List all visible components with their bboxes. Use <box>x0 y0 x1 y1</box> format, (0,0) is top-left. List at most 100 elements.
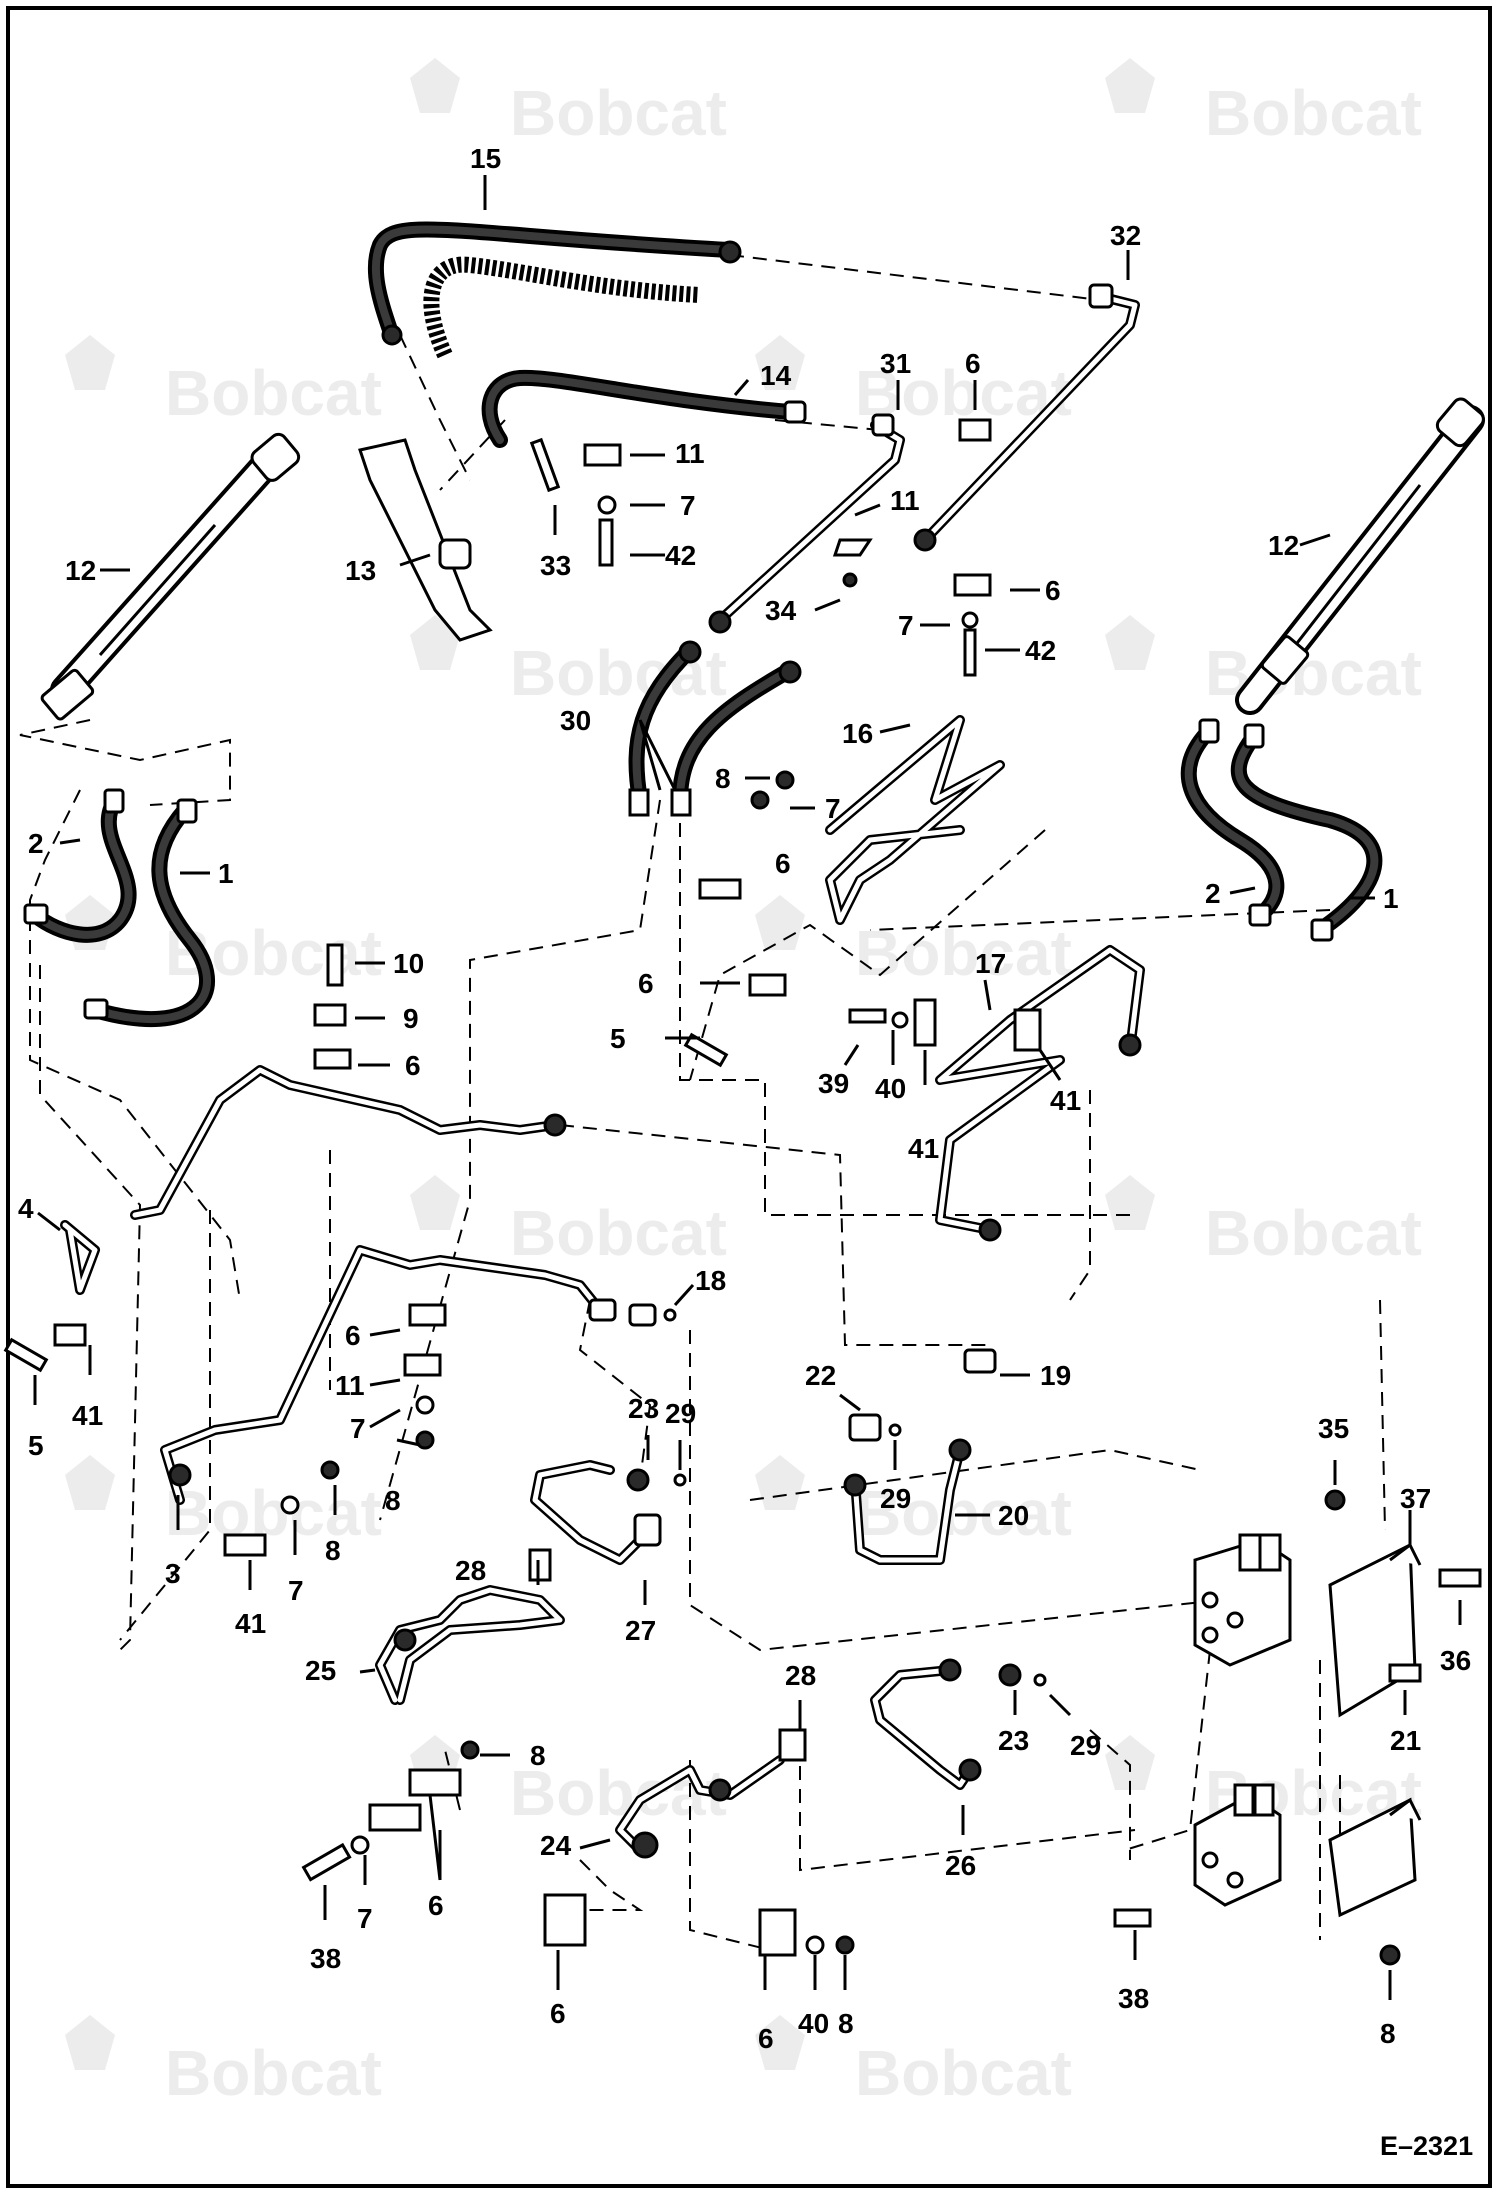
bolt-38a <box>301 1842 352 1882</box>
callout-2-right: 2 <box>1205 878 1221 909</box>
callout-12-left: 12 <box>65 555 96 586</box>
clamp-41d <box>223 1533 267 1557</box>
callout-6b: 6 <box>1045 575 1061 606</box>
watermark-text: Bobcat <box>510 1197 727 1269</box>
oring-29b <box>888 1423 902 1437</box>
bracket-lower <box>1328 1797 1417 1918</box>
callout-14: 14 <box>760 360 792 391</box>
clamp-6-c <box>698 878 742 900</box>
pin-33 <box>529 437 561 493</box>
watermark-logo: Bobcat <box>65 335 382 429</box>
callout-5: 5 <box>610 1023 626 1054</box>
watermark-logo: Bobcat <box>1105 1175 1422 1269</box>
clamp-6-e <box>313 1048 352 1070</box>
clamp-41b <box>1013 1008 1042 1052</box>
valve-spool <box>1258 1533 1282 1572</box>
watermark-text: Bobcat <box>510 77 727 149</box>
fitting <box>708 610 732 634</box>
valve-spool <box>1238 1533 1262 1572</box>
fitting-1-left-end <box>83 998 109 1020</box>
watermark-logo: Bobcat <box>65 1455 382 1549</box>
callout-6h: 6 <box>550 1998 566 2029</box>
clamp-9 <box>313 1003 347 1027</box>
callout-7: 7 <box>680 490 696 521</box>
callout-7d: 7 <box>350 1413 366 1444</box>
callout-37: 37 <box>1400 1483 1431 1514</box>
valve-port <box>1201 1591 1219 1609</box>
fitting <box>708 1778 732 1802</box>
clamp-6-h <box>368 1803 422 1832</box>
callout-11b: 11 <box>890 485 920 516</box>
callout-38b: 38 <box>1118 1983 1149 2014</box>
hose-guard <box>423 256 701 359</box>
clamp-28b <box>778 1728 807 1762</box>
watermark-layer: Bobcat Bobcat Bobcat Bobcat Bobcat Bobca… <box>65 58 1422 2109</box>
tube-17 <box>935 945 1145 1235</box>
bracket-37 <box>1328 1542 1417 1718</box>
fitting <box>393 1628 417 1652</box>
callout-7f: 7 <box>357 1903 373 1934</box>
callout-17: 17 <box>975 948 1006 979</box>
clamp-41c <box>53 1323 87 1347</box>
nut-8c <box>320 1460 340 1480</box>
fitting <box>978 1218 1002 1242</box>
callout-15: 15 <box>470 143 501 174</box>
callout-1-right: 1 <box>1383 883 1399 914</box>
watermark-logo: Bobcat <box>410 1175 727 1269</box>
callout-6c: 6 <box>775 848 791 879</box>
washer-7b <box>961 611 979 629</box>
nut-8f <box>1379 1944 1401 1966</box>
callout-29: 29 <box>665 1398 696 1429</box>
oring-29a <box>673 1473 687 1487</box>
bolt-21 <box>1388 1663 1422 1683</box>
callout-27: 27 <box>625 1615 656 1646</box>
callout-42b: 42 <box>1025 635 1056 666</box>
callout-23: 23 <box>628 1393 659 1424</box>
washer-40 <box>891 1011 909 1029</box>
fitting <box>631 1831 659 1859</box>
callout-8f: 8 <box>1380 2018 1396 2049</box>
fitting <box>778 660 802 684</box>
callout-23b: 23 <box>998 1725 1029 1756</box>
fitting-32 <box>1088 283 1114 309</box>
callout-26: 26 <box>945 1850 976 1881</box>
watermark-text: Bobcat <box>855 2037 1072 2109</box>
clamp-6-mid <box>953 573 992 597</box>
bolt-5b <box>3 1337 49 1373</box>
watermark-logo: Bobcat <box>1105 58 1422 149</box>
clamp-11-mid <box>832 538 873 557</box>
fitting <box>948 1438 972 1462</box>
clamp-11-upper <box>583 443 622 467</box>
fitting-19 <box>963 1348 997 1374</box>
callout-25: 25 <box>305 1655 336 1686</box>
cylinder-12-left-end <box>250 432 301 482</box>
bolt-39 <box>848 1008 887 1024</box>
washer-34 <box>842 572 858 588</box>
callout-6e: 6 <box>638 968 654 999</box>
watermark-logo: Bobcat <box>755 895 1072 989</box>
nut-8d <box>460 1740 480 1760</box>
fitting <box>543 1113 567 1137</box>
valve-spool <box>1253 1783 1275 1817</box>
bolt-36 <box>1438 1568 1482 1588</box>
fitting-1-right <box>1243 723 1265 749</box>
fitting-1-right-end <box>1310 918 1334 942</box>
fitting-2-left-end <box>23 903 49 925</box>
watermark-text: Bobcat <box>165 357 382 429</box>
watermark-logo: Bobcat <box>65 2015 382 2109</box>
callout-8e: 8 <box>838 2008 854 2039</box>
fitting <box>913 528 937 552</box>
callout-41b: 41 <box>1050 1085 1081 1116</box>
watermark-logo: Bobcat <box>755 1455 1072 1549</box>
fitting-18b <box>628 1303 657 1327</box>
callout-41: 41 <box>908 1133 939 1164</box>
fitting-23 <box>626 1468 650 1492</box>
callout-12-right: 12 <box>1268 530 1299 561</box>
callout-29b: 29 <box>880 1483 911 1514</box>
callout-7e: 7 <box>288 1575 304 1606</box>
fitting-31 <box>871 413 895 437</box>
callout-8b: 8 <box>385 1485 401 1516</box>
callout-28b: 28 <box>785 1660 816 1691</box>
callout-21: 21 <box>1390 1725 1421 1756</box>
